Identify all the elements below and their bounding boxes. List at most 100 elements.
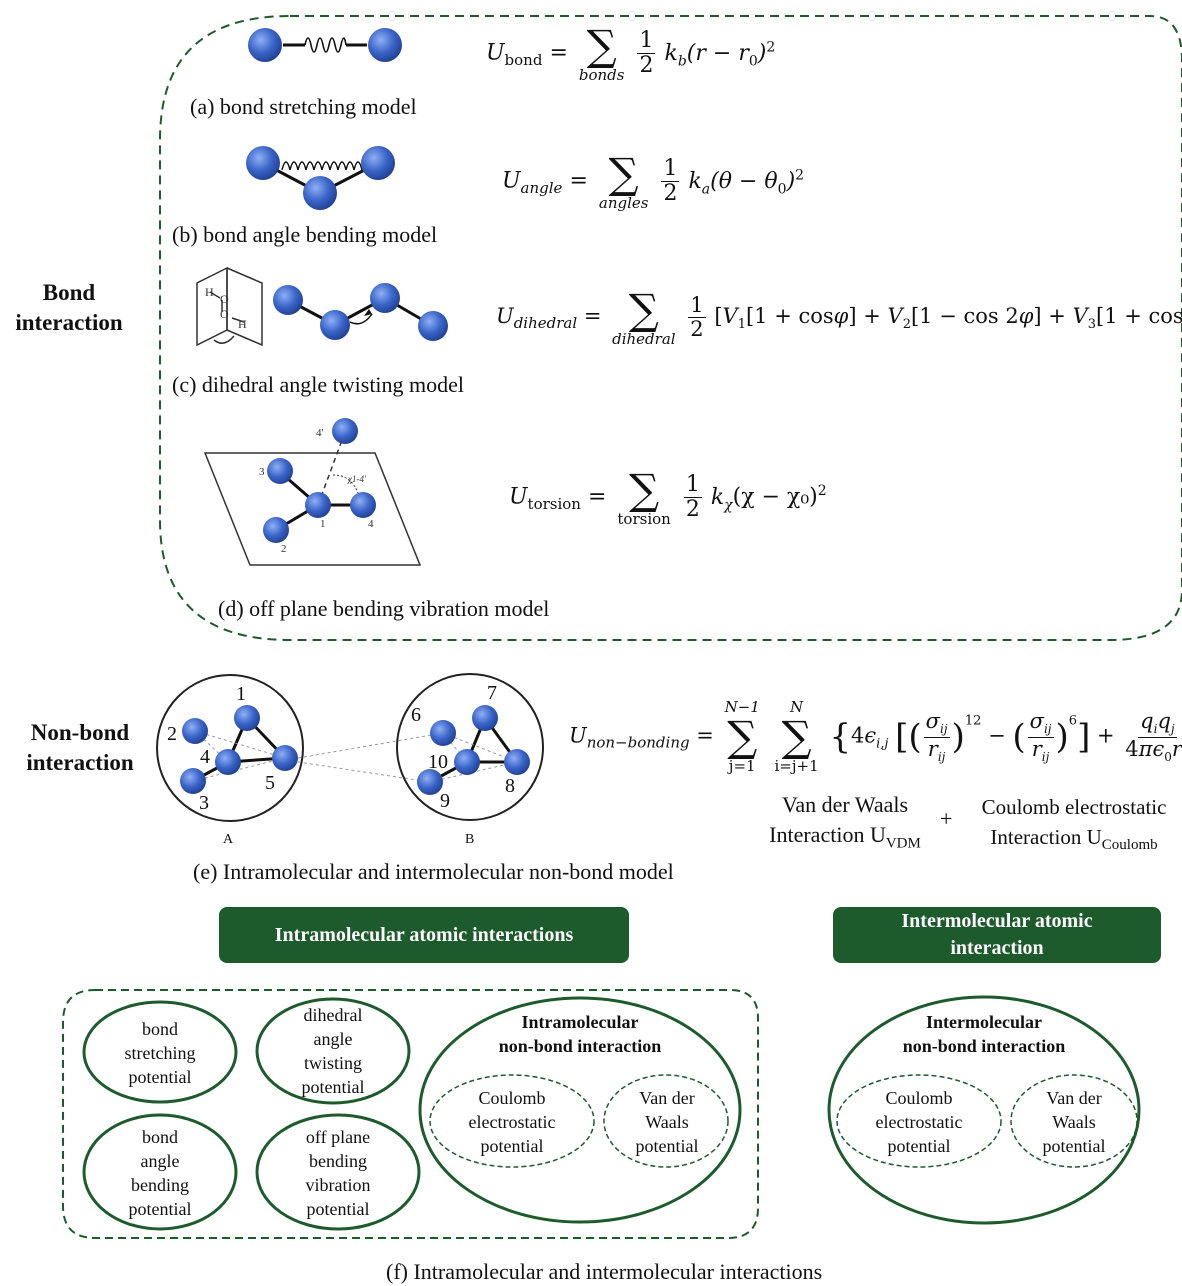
inter-nonbond-oval [827,995,1141,1225]
oval-text: potential [301,1077,365,1097]
off-plane-potential: off plane bending vibration potential [268,1124,408,1222]
inter-nonbond-title: Intermolecular non-bond interaction [844,1010,1124,1058]
molecule-a-atom-label: 2 [167,723,177,745]
off-plane-angle-label: χ1-4' [347,474,367,484]
oval-text: angle [313,1029,353,1049]
vdw-subscript: VDM [885,835,921,852]
bond-stretching-potential: bond stretching potential [90,1014,230,1092]
oval-text: bond [142,1127,178,1147]
intra-coulomb-oval [429,1074,595,1168]
off-plane-atom-label: 4 [368,518,374,530]
inter-vdw-oval [1010,1074,1138,1168]
dihedral-label-h1: H [205,285,214,299]
intra-potentials-boundary [62,989,759,1239]
caption-a: (a) bond stretching model [190,94,417,119]
oval-text: Waals [1052,1112,1096,1132]
bond-sum-limit: bonds [578,66,625,84]
intermolecular-link [297,761,431,783]
caption-f: (f) Intramolecular and intermolecular in… [386,1259,823,1284]
molecule-b-atom-label: 9 [440,790,450,812]
caption-d: (d) off plane bending vibration model [218,596,550,621]
dihedral-book-sketch [196,266,263,347]
oval-title-text: non-bond interaction [902,1036,1066,1056]
coulomb-label-line1: Coulomb electrostatic [981,795,1167,819]
inner-sum-top: N [790,698,804,716]
torsion-sum-limit: torsion [617,510,671,528]
molecule-a-atom-label: 5 [265,772,275,794]
dihedral-chain-model [273,283,448,341]
oval-text: potential [635,1136,699,1156]
oval-text: bond [142,1019,178,1039]
molecule-b-atom-label: 7 [487,682,497,704]
oval-text: vibration [305,1175,371,1195]
dihedral-twisting-potential: dihedral angle twisting potential [263,1002,403,1100]
intra-nonbond-oval [418,996,742,1224]
off-plane-atom-label: 3 [259,466,265,478]
dihedral-twisting-oval [255,997,411,1105]
nonbond-label-line2: interaction [26,750,134,775]
coulomb-interaction-label: Coulomb electrostatic Interaction UCoulo… [966,792,1182,860]
inter-vdw-potential: Van der Waals potential [1019,1086,1129,1158]
spring-icon [281,161,363,171]
oval-text: potential [887,1136,951,1156]
molecule-a-atom-label: 3 [199,792,209,814]
oval-text: Van der [1046,1088,1102,1108]
oval-text: potential [1042,1136,1106,1156]
molecule-b-label: B [465,832,474,847]
angle-bending-model [246,146,395,210]
molecule-b-atom-label: 10 [428,751,448,773]
oval-text: Van der [639,1088,695,1108]
off-plane-atom-label: 1 [320,518,326,530]
inter-header-line1: Intermolecular atomic [901,910,1093,932]
molecule-a [156,674,304,822]
vdw-label-line1: Van der Waals [781,792,909,817]
bond-interaction-label: Bond interaction [0,278,138,338]
inter-header-line2: interaction [950,937,1044,959]
caption-c: (c) dihedral angle twisting model [172,372,465,397]
angle-bending-oval [82,1113,238,1231]
angle-sum-limit: angles [598,194,649,212]
inter-coulomb-oval [836,1074,1002,1168]
nonbond-interaction-label: Non-bond interaction [0,718,160,778]
oval-title-text: non-bond interaction [498,1036,662,1056]
off-plane-atom-label: 2 [281,543,287,555]
rotation-arrow-icon [349,313,373,325]
molecule-b-atom-label: 6 [411,704,421,726]
intermolecular-link [297,732,444,759]
intra-vdw-oval [603,1074,729,1168]
molecule-b [396,673,544,821]
bond-label-line1: Bond [42,280,96,305]
intra-nonbond-title: Intramolecular non-bond interaction [440,1010,720,1058]
oval-text: off plane [305,1127,371,1147]
dihedral-sum-limit: dihedral [612,330,676,348]
inter-coulomb-potential: Coulomb electrostatic potential [847,1086,991,1158]
oval-text: electrostatic [875,1112,963,1132]
spring-icon [304,37,347,53]
molecule-a-atom-label: 1 [236,683,246,705]
off-plane-model [203,418,422,566]
oval-text: bending [309,1151,367,1171]
outer-sum-top: N−1 [724,698,760,716]
oval-text: bending [131,1175,189,1195]
plus-sign: + [940,806,953,831]
oval-text: stretching [124,1043,196,1063]
nonbond-equation: Unon−bonding = N−1∑j=1 N∑i=j+1 {4ϵi,j [(… [569,698,1182,775]
dihedral-label-o2: O [220,307,229,321]
oval-text: potential [128,1199,192,1219]
inner-sum-bottom: i=j+1 [774,757,819,775]
outer-sum-bottom: j=1 [728,757,756,775]
intra-vdw-potential: Van der Waals potential [612,1086,722,1158]
nonbond-label-line1: Non-bond [30,720,130,745]
bond-stretching-oval [82,1000,238,1104]
oval-text: angle [140,1151,180,1171]
oval-text: dihedral [303,1005,363,1025]
oval-title-text: Intramolecular [521,1012,639,1032]
oval-text: potential [480,1136,544,1156]
caption-b: (b) bond angle bending model [172,222,438,247]
molecule-a-label: A [223,832,234,847]
